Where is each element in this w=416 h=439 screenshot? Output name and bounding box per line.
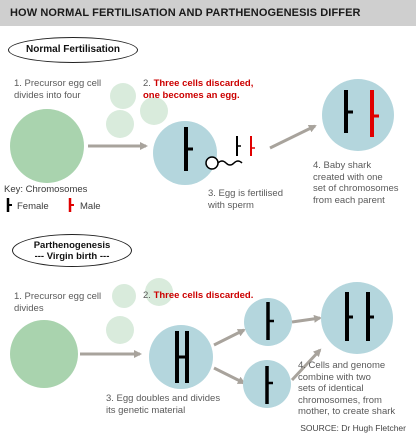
precursor-egg-cell: [10, 320, 78, 388]
source-credit: SOURCE: Dr Hugh Fletcher: [300, 423, 406, 433]
parth-step4-label: 4. Cells and genome combine with two set…: [298, 360, 396, 417]
sperm-tail: [217, 160, 243, 166]
discarded-cell: [145, 278, 173, 306]
parthenogenesis-label: Parthenogenesis: [33, 240, 111, 251]
arrow: [213, 366, 246, 385]
precursor-egg-cell: [10, 109, 84, 183]
parthenogenesis-heading: Parthenogenesis --- Virgin birth ---: [12, 234, 132, 267]
parth-step1-label: 1. Precursor egg cell divides: [14, 291, 102, 314]
normal-step1-label: 1. Precursor egg cell divides into four: [14, 78, 102, 101]
normal-step2-label: 2. Three cells discarded, one becomes an…: [143, 78, 254, 101]
sperm-head: [205, 156, 219, 170]
discarded-cell: [140, 97, 168, 125]
discarded-cell: [110, 83, 136, 109]
key-title: Key: Chromosomes: [4, 184, 88, 195]
arrow: [290, 348, 322, 382]
normal-fertilisation-heading: Normal Fertilisation: [8, 37, 138, 63]
normal-fertilisation-label: Normal Fertilisation: [26, 44, 120, 55]
arrow: [269, 124, 317, 150]
normal-step4-label: 4. Baby shark created with one set of ch…: [313, 160, 399, 206]
page-title: HOW NORMAL FERTILISATION AND PARTHENOGEN…: [0, 0, 416, 26]
virgin-birth-label: --- Virgin birth ---: [34, 251, 110, 262]
key-male-label: Male: [80, 201, 101, 212]
arrow: [291, 314, 322, 324]
baby-shark-cell: [322, 79, 394, 151]
discarded-cell: [112, 284, 136, 308]
normal-step3-label: 3. Egg is fertilised with sperm: [208, 188, 283, 211]
key-female-label: Female: [17, 201, 49, 212]
arrow: [213, 328, 246, 347]
discarded-cell: [106, 316, 134, 344]
baby-shark-cell: [321, 282, 393, 354]
discarded-cell: [106, 110, 134, 138]
parth-step3-label: 3. Egg doubles and divides its genetic m…: [106, 393, 221, 416]
parth-step2-label: 2. Three cells discarded.: [143, 290, 254, 301]
